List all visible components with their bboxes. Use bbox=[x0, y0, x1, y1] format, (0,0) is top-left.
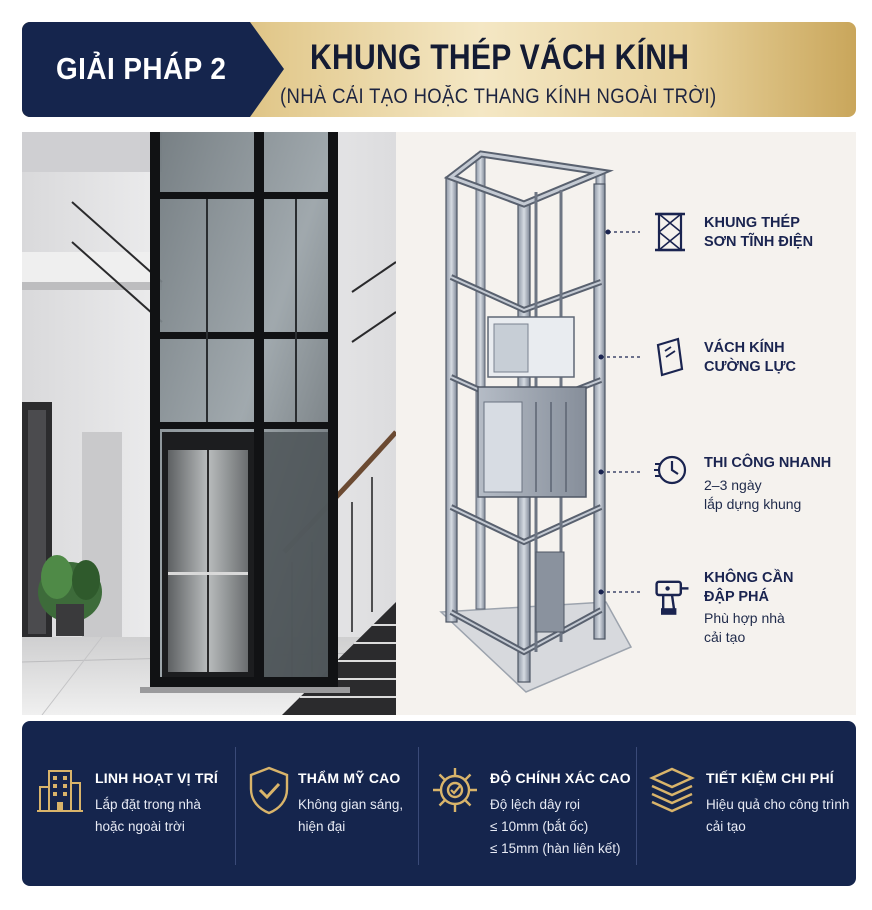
steel-frame-icon bbox=[655, 212, 685, 252]
benefit-divider bbox=[418, 747, 419, 865]
shield-check-icon bbox=[249, 766, 289, 815]
benefit-desc: Độ lệch dây rọi ≤ 10mm (bắt ốc) ≤ 15mm (… bbox=[490, 794, 620, 860]
benefit-title: TIẾT KIỆM CHI PHÍ bbox=[706, 770, 834, 786]
benefit-desc-line: Hiệu quả cho công trình bbox=[706, 797, 850, 812]
benefit-desc: Không gian sáng, hiện đại bbox=[298, 794, 403, 838]
benefit-desc-line: ≤ 10mm (bắt ốc) bbox=[490, 819, 589, 834]
page-subtitle: (NHÀ CẢI TẠO HOẶC THANG KÍNH NGOÀI TRỜI) bbox=[280, 85, 717, 108]
feature-title-line-1: THI CÔNG NHANH bbox=[704, 455, 832, 471]
feature-desc-line-1: 2–3 ngày bbox=[704, 477, 762, 493]
benefit-desc: Lắp đặt trong nhà hoặc ngoài trời bbox=[95, 794, 201, 838]
building-icon bbox=[37, 770, 83, 812]
header-navy-badge bbox=[22, 22, 284, 117]
feature-desc-line-1: Phù hợp nhà bbox=[704, 610, 785, 626]
drill-icon bbox=[655, 580, 689, 615]
feature-title-line-2: CƯỜNG LỰC bbox=[704, 359, 797, 375]
feature-title-line-2: SƠN TĨNH ĐIỆN bbox=[704, 234, 814, 250]
benefit-title: LINH HOẠT VỊ TRÍ bbox=[95, 770, 218, 786]
feature-title-line-1: VÁCH KÍNH bbox=[704, 340, 785, 356]
clock-icon bbox=[654, 455, 687, 485]
glass-panel-icon bbox=[656, 337, 684, 377]
steel-frame-illustration bbox=[439, 150, 640, 693]
feature-title-line-2: ĐẬP PHÁ bbox=[704, 589, 769, 605]
benefits-bar: LINH HOẠT VỊ TRÍ Lắp đặt trong nhà hoặc … bbox=[22, 721, 856, 886]
benefit-divider bbox=[636, 747, 637, 865]
solution-badge: GIẢI PHÁP 2 bbox=[56, 51, 227, 86]
benefit-title: THẨM MỸ CAO bbox=[298, 770, 401, 786]
benefit-desc-line: ≤ 15mm (hàn liên kết) bbox=[490, 841, 621, 856]
benefit-desc-line: hoặc ngoài trời bbox=[95, 819, 185, 834]
header-banner: GIẢI PHÁP 2 KHUNG THÉP VÁCH KÍNH (NHÀ CẢ… bbox=[22, 22, 856, 117]
elevator-photo bbox=[22, 132, 396, 715]
benefit-desc-line: hiện đại bbox=[298, 819, 346, 834]
page-title: KHUNG THÉP VÁCH KÍNH bbox=[310, 38, 690, 77]
benefit-desc-line: Độ lệch dây rọi bbox=[490, 797, 581, 812]
benefit-title: ĐỘ CHÍNH XÁC CAO bbox=[490, 770, 631, 786]
feature-title-line-1: KHÔNG CẦN bbox=[704, 570, 794, 586]
feature-desc-line-2: lắp dựng khung bbox=[704, 496, 802, 512]
benefit-desc: Hiệu quả cho công trình cải tạo bbox=[706, 794, 849, 838]
frame-diagram: KHUNG THÉP SƠN TĨNH ĐIỆN VÁCH KÍNH CƯỜNG… bbox=[396, 132, 856, 715]
layers-icon bbox=[649, 767, 695, 813]
benefit-desc-line: cải tạo bbox=[706, 819, 746, 834]
gear-icon bbox=[433, 768, 477, 812]
benefit-divider bbox=[235, 747, 236, 865]
feature-title-line-1: KHUNG THÉP bbox=[704, 215, 800, 231]
benefit-desc-line: Không gian sáng, bbox=[298, 797, 404, 812]
feature-desc-line-2: cải tạo bbox=[704, 629, 746, 645]
benefit-desc-line: Lắp đặt trong nhà bbox=[95, 797, 201, 812]
